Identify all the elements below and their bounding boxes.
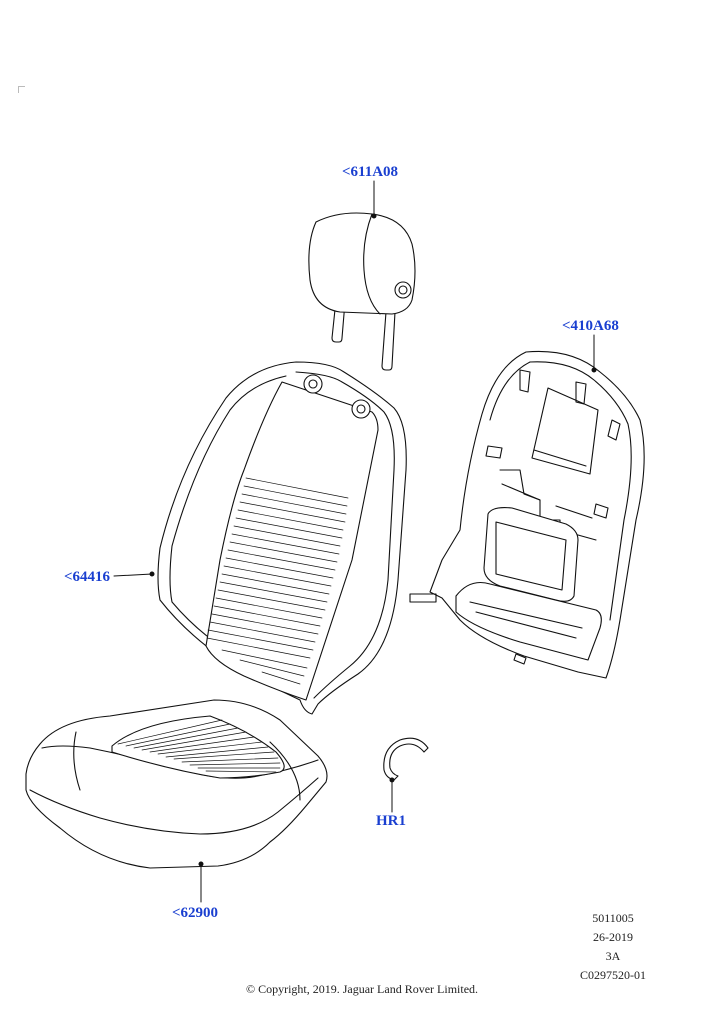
cushion-cover-illustration xyxy=(25,699,328,869)
reference-line-1: 5011005 xyxy=(592,911,634,925)
part-link-headrest[interactable]: <611A08 xyxy=(342,164,399,180)
backrest-cover-illustration xyxy=(157,361,407,715)
backrest-panel-illustration xyxy=(409,350,645,679)
part-link-backrest-panel[interactable]: <410A68 xyxy=(562,318,619,334)
hog-ring-illustration xyxy=(383,737,429,781)
leader-lines xyxy=(113,180,597,903)
part-link-backrest-cover[interactable]: <64416 xyxy=(64,569,111,585)
part-link-cushion-cover[interactable]: <62900 xyxy=(172,905,219,921)
corner-crop-mark xyxy=(18,86,25,93)
headrest-illustration xyxy=(308,212,416,371)
illustration-reference-block: 5011005 26-2019 3A C0297520-01 xyxy=(580,909,646,985)
part-link-hog-ring[interactable]: HR1 xyxy=(376,813,406,829)
reference-line-4: C0297520-01 xyxy=(580,968,646,982)
reference-line-2: 26-2019 xyxy=(593,930,633,944)
reference-line-3: 3A xyxy=(605,949,621,963)
copyright-notice: © Copyright, 2019. Jaguar Land Rover Lim… xyxy=(245,982,479,996)
